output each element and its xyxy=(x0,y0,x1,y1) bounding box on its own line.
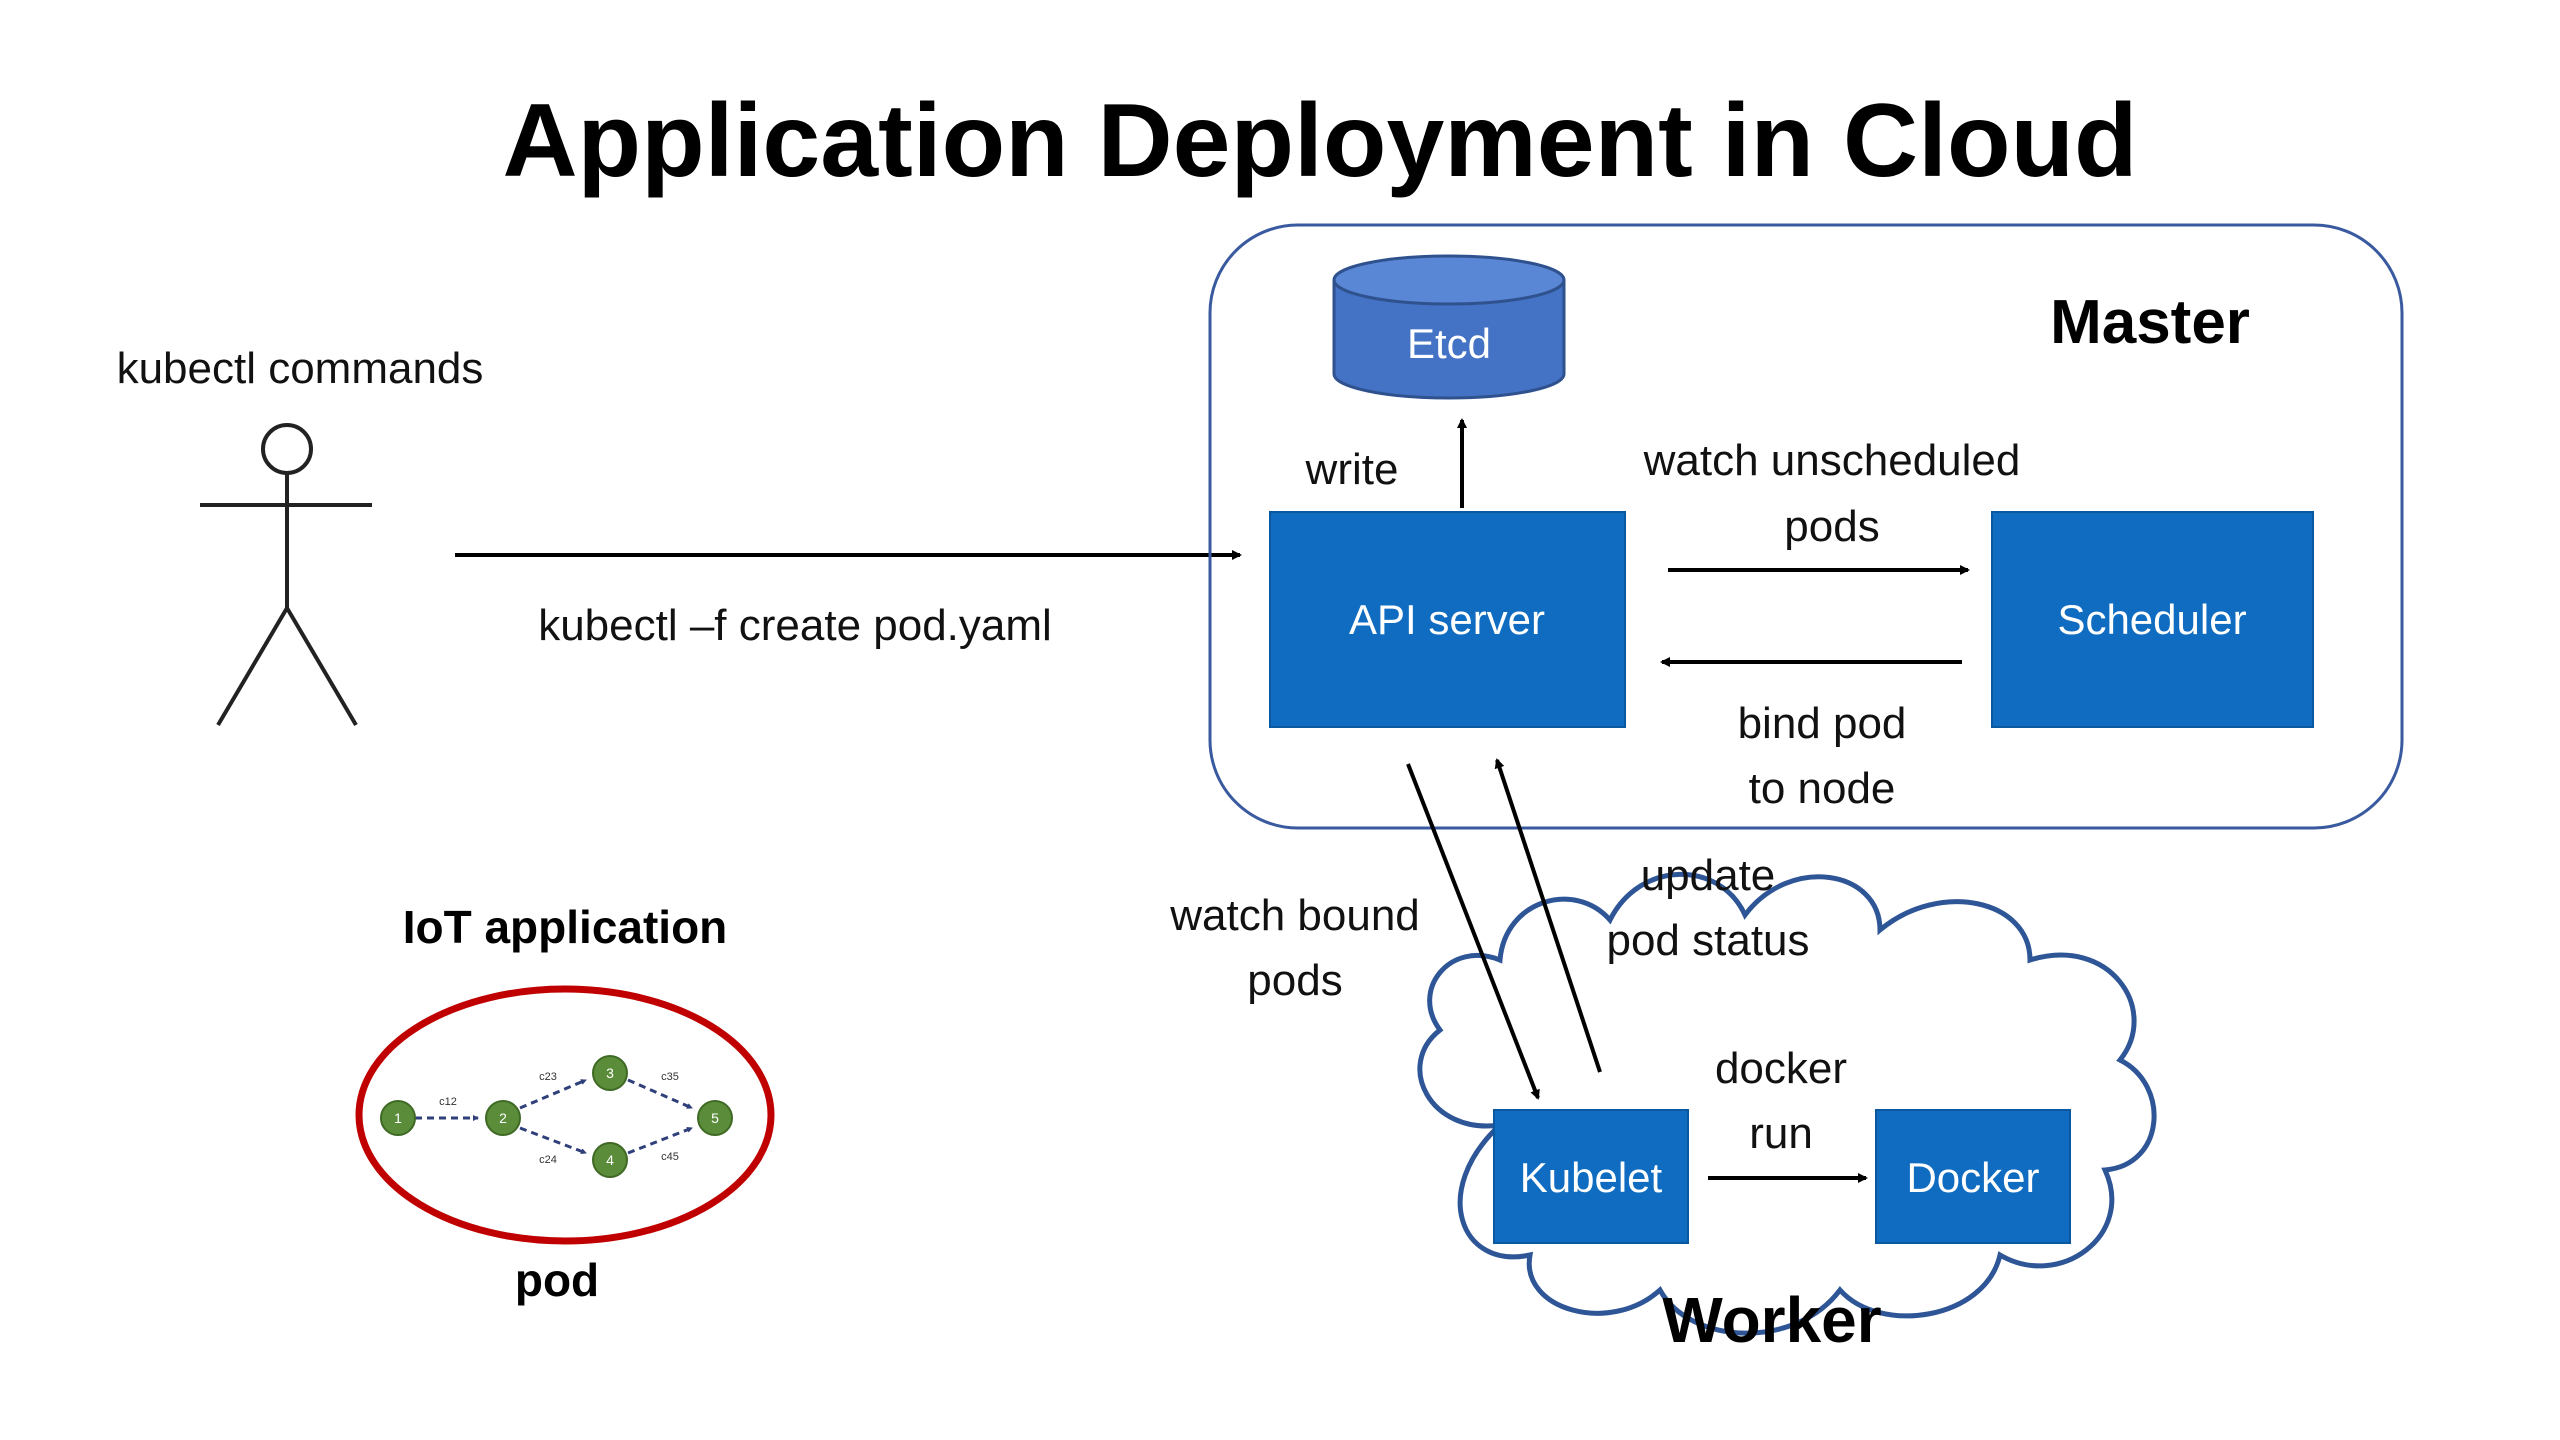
docker-run-label-line2: run xyxy=(1749,1109,1813,1158)
write-label: write xyxy=(1305,445,1399,494)
master-container xyxy=(1208,223,2404,830)
update-status-arrow xyxy=(1494,758,1602,1073)
edge-label-c35: c35 xyxy=(661,1071,679,1083)
scheduler-box xyxy=(1991,511,2314,728)
etcd-database-icon xyxy=(1332,254,1566,400)
bind-pod-label-line2: to node xyxy=(1749,764,1896,813)
watch-bound-arrow xyxy=(1406,763,1540,1100)
etcd-label: Etcd xyxy=(1407,320,1491,367)
edge-label-c12: c12 xyxy=(439,1096,457,1108)
bind-pod-label-line1: bind pod xyxy=(1738,699,1907,748)
task-node-4-label: 4 xyxy=(606,1152,614,1168)
scheduler-label: Scheduler xyxy=(2057,596,2246,643)
pod-label: pod xyxy=(515,1254,599,1306)
task-node-1-label: 1 xyxy=(394,1110,402,1126)
docker-label: Docker xyxy=(1906,1154,2039,1201)
diagram-title: Application Deployment in Cloud xyxy=(502,83,2137,199)
edge-label-c23: c23 xyxy=(539,1071,557,1083)
edge-4-5 xyxy=(627,1126,693,1155)
task-node-2 xyxy=(485,1100,521,1136)
watch-bound-label-line2: pods xyxy=(1247,956,1342,1005)
pod-ring xyxy=(355,985,775,1245)
docker-box xyxy=(1875,1109,2071,1244)
master-label: Master xyxy=(2050,288,2250,357)
user-stick-figure-icon xyxy=(200,423,372,727)
watch-bound-label-line1: watch bound xyxy=(1169,891,1420,940)
api-server-box xyxy=(1269,511,1626,728)
update-status-label-line2: pod status xyxy=(1606,916,1809,965)
edge-2-3 xyxy=(519,1078,587,1110)
iot-application-label: IoT application xyxy=(403,901,728,953)
task-node-5 xyxy=(697,1100,733,1136)
task-node-5-label: 5 xyxy=(711,1110,719,1126)
update-status-label-line1: update xyxy=(1641,851,1776,900)
task-node-3 xyxy=(592,1055,628,1091)
iot-task-graph: c12 c23 c24 c35 c45 1 2 3 4 5 xyxy=(380,1055,733,1178)
task-node-2-label: 2 xyxy=(499,1110,507,1126)
kubectl-create-command-label: kubectl –f create pod.yaml xyxy=(538,601,1052,650)
kubelet-label: Kubelet xyxy=(1520,1154,1663,1201)
docker-run-label-line1: docker xyxy=(1715,1044,1847,1093)
edge-label-c24: c24 xyxy=(539,1154,557,1166)
api-server-label: API server xyxy=(1349,596,1545,643)
kubectl-commands-label: kubectl commands xyxy=(117,344,484,393)
watch-unscheduled-label-line2: pods xyxy=(1784,502,1879,551)
task-node-1 xyxy=(380,1100,416,1136)
edge-3-5 xyxy=(627,1078,693,1110)
kubelet-box xyxy=(1493,1109,1689,1244)
watch-unscheduled-label-line1: watch unscheduled xyxy=(1643,436,2021,485)
edge-label-c45: c45 xyxy=(661,1151,679,1163)
worker-label: Worker xyxy=(1662,1284,1881,1356)
edge-2-4 xyxy=(519,1126,587,1155)
task-node-3-label: 3 xyxy=(606,1065,614,1081)
task-node-4 xyxy=(592,1142,628,1178)
